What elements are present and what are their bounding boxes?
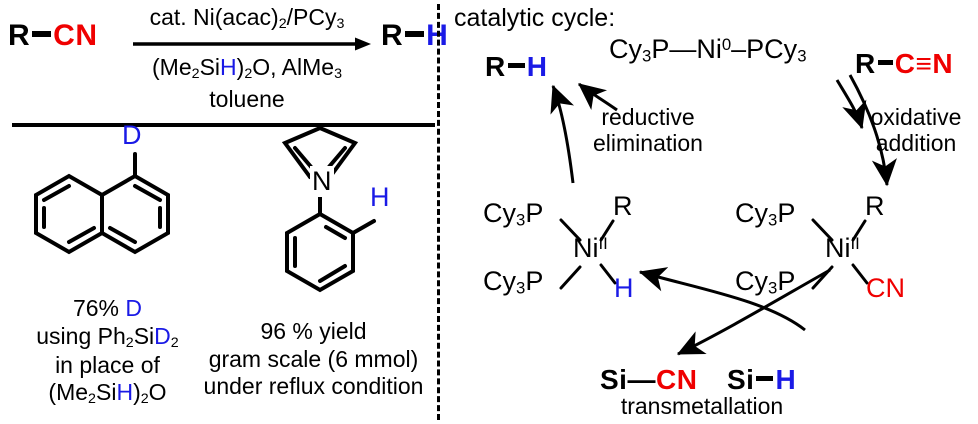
silane-part-4: O, AlMe <box>252 54 335 80</box>
ni2-cyanide-ligand-top: Cy3P <box>735 198 796 230</box>
example-1-caption: 76% D using Ph2SiD2 in place of (Me2SiH)… <box>0 295 215 409</box>
ni2-cyanide-metal: NiII <box>825 233 860 263</box>
ni2-cyanide-cn-group: CN <box>866 273 905 303</box>
phenylpyrrole-structure <box>281 125 376 293</box>
reaction-arrow <box>133 37 373 51</box>
ni0-complex: Cy3P—Ni0–PCy3 <box>609 34 807 66</box>
ni2-hydride-metal: NiII <box>573 233 608 263</box>
phenylpyrrole-hydrogen-label: H <box>370 182 390 212</box>
bond-dash: — <box>669 34 697 64</box>
conditions-above-arrow: cat. Ni(acac)2/PCy3 <box>133 4 361 32</box>
example-2-caption: 96 % yield gram scale (6 mmol) under ref… <box>190 318 437 401</box>
naphthalene-structure <box>34 152 170 255</box>
caption-line-yield: 96 % yield <box>260 318 367 344</box>
ni2-hydride-h-group: H <box>614 273 634 303</box>
catalyst-sub-2: 3 <box>336 16 345 33</box>
section-divider-rule <box>12 123 435 127</box>
caption-line-yield: 76% D <box>72 295 143 321</box>
substrate-r-cn: R CN <box>8 21 98 51</box>
product-r-label: R <box>381 19 404 52</box>
bond-line <box>756 376 774 382</box>
ni2-cyanide-bonds <box>811 218 869 290</box>
caption-line-reagent: using Ph2SiD2 <box>36 322 179 351</box>
example-deuterated-naphthalene: D <box>22 120 197 297</box>
caption-line-conditions: under reflux condition <box>203 373 424 400</box>
bond-line <box>32 30 52 37</box>
caption-line-inplaceof: in place of <box>55 351 160 378</box>
conditions-below-arrow: (Me2SiH)2O, AlMe3 <box>133 54 361 82</box>
ni2-cyanide-ligand-bottom: Cy3P <box>735 266 796 298</box>
bond-dash: — <box>627 364 656 395</box>
silane-part-3: ) <box>236 54 245 80</box>
ni2-hydride-bonds <box>559 218 617 290</box>
cycle-arrows <box>550 74 897 356</box>
silane-sub-3: 3 <box>334 66 342 83</box>
caption-line-original-silane: (Me2SiH)2O <box>48 379 167 408</box>
catalyst-sub-1: 2 <box>278 16 287 33</box>
step-label-transmetallation: transmetallation <box>620 393 784 419</box>
catalyst-mid: /PCy <box>286 4 337 30</box>
ni2-hydride-r-group: R <box>613 191 633 221</box>
solvent-label: toluene <box>209 86 285 112</box>
pyrrole-nitrogen-label: N <box>310 166 334 197</box>
silane-sub-2: 2 <box>244 66 253 83</box>
caption-line-scale: gram scale (6 mmol) <box>208 345 419 372</box>
bond-line <box>507 63 525 69</box>
catalyst-prefix: cat. Ni(acac) <box>149 4 279 30</box>
silane-sub-1: 2 <box>191 66 200 83</box>
silane-hydride-label: H <box>220 54 237 80</box>
ni2-cyanide-r-group: R <box>865 191 885 221</box>
triple-bond-glyph: ≡ <box>915 48 933 79</box>
silyl-cyanide-species: Si—CN <box>600 364 698 395</box>
naphthalene-deuterium-label: D <box>122 120 142 150</box>
cycle-title: catalytic cycle: <box>454 4 616 32</box>
substrate-cn-label: CN <box>53 19 98 52</box>
bond-dash: – <box>731 34 747 64</box>
bond-line <box>405 30 425 37</box>
step-label-oxidative-addition: oxidative addition <box>870 104 962 156</box>
panel-divider <box>437 4 440 420</box>
ni2-hydride-ligand-top: Cy3P <box>483 198 544 230</box>
silane-part-1: (Me <box>152 54 192 80</box>
bond-line <box>877 60 893 66</box>
substrate-r-label: R <box>8 19 31 52</box>
ni2-hydride-ligand-bottom: Cy3P <box>483 266 544 298</box>
silane-part-2: Si <box>199 54 221 80</box>
step-label-reductive-elimination: reductive elimination <box>593 104 703 156</box>
example-phenylpyrrole: H N <box>248 125 413 310</box>
